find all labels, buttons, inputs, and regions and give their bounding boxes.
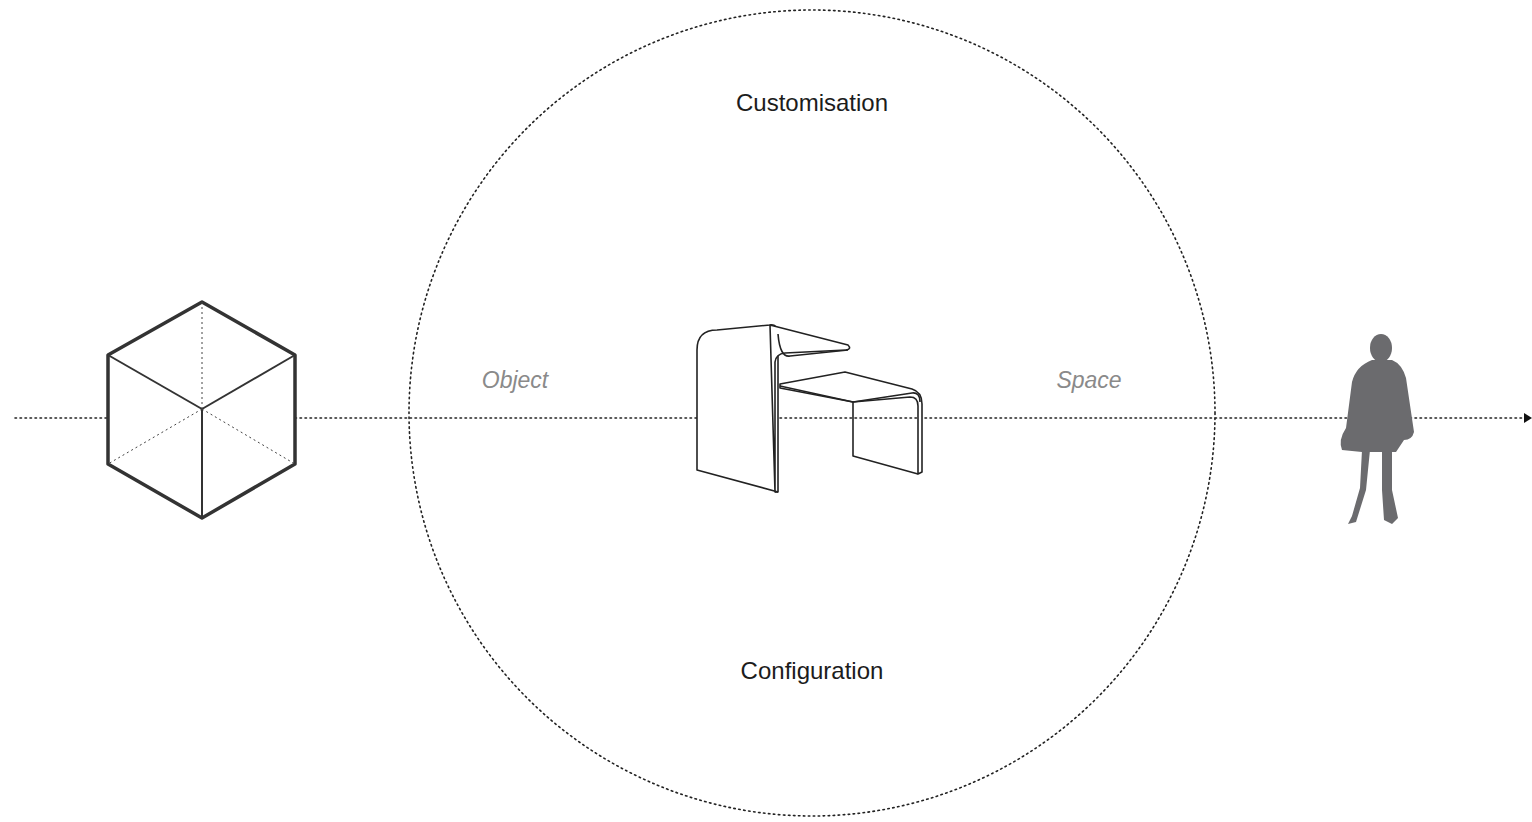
circle-outline [407, 8, 1217, 818]
scope-circle: CustomisationObject SpaceConfiguration [407, 8, 1217, 818]
circle-heading: Customisation [736, 89, 888, 118]
axis-arrowhead [1524, 413, 1532, 423]
circle-heading: Configuration [741, 657, 884, 686]
axis-label: Object [482, 367, 548, 395]
axis-label: Space [1056, 367, 1121, 395]
person-silhouette [1341, 334, 1414, 524]
furniture-illustration [697, 325, 922, 492]
cube-icon [108, 302, 295, 518]
